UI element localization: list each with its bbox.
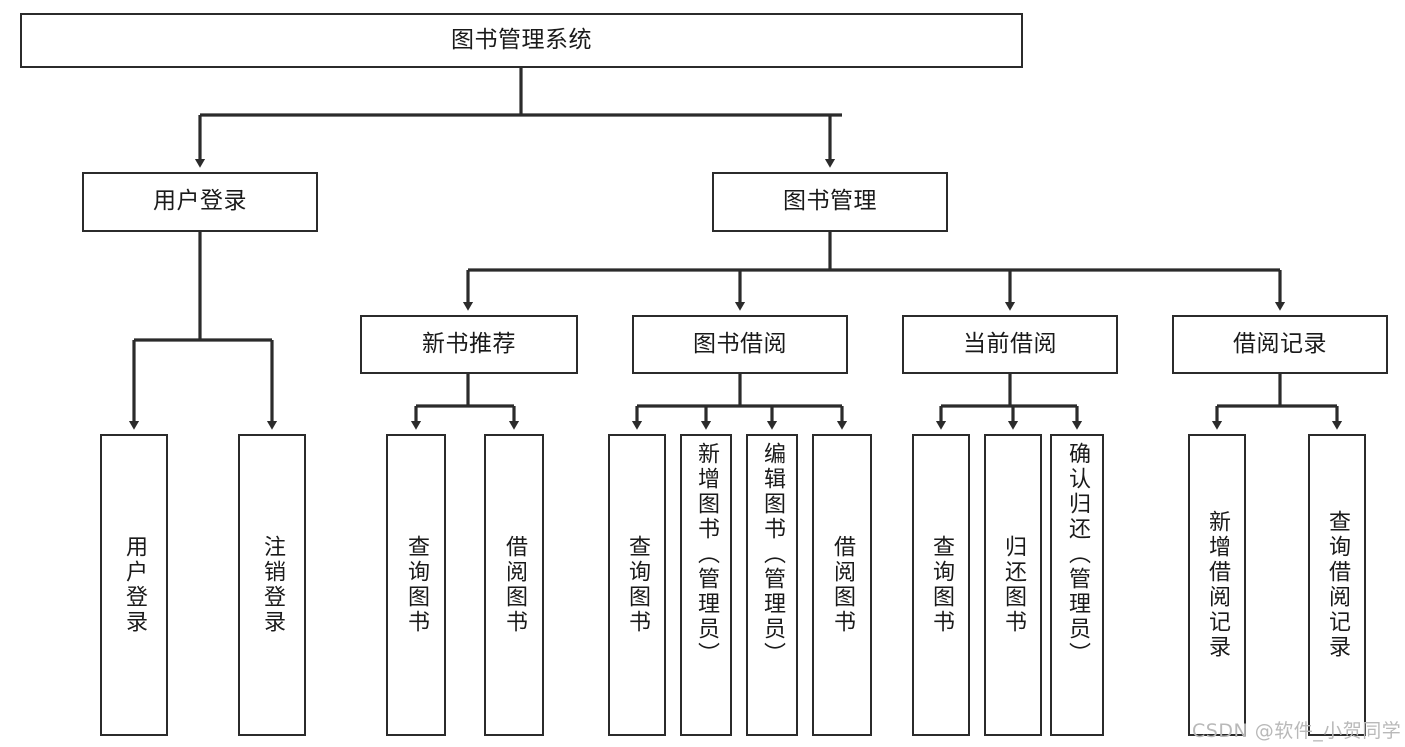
- leaf-record-add-record[interactable]: 新增借阅记录: [1188, 434, 1246, 736]
- leaf-record-add-record-label: 新增借阅记录: [1205, 510, 1230, 660]
- leaf-current-query-book-label: 查询图书: [929, 535, 954, 635]
- leaf-borrow-add-book-admin-label: 新增图书（管理员）: [694, 442, 719, 667]
- node-book-management[interactable]: 图书管理: [712, 172, 948, 232]
- watermark: CSDN @软件_小贺同学: [1192, 720, 1402, 742]
- leaf-newbook-query-book-label: 查询图书: [404, 535, 429, 635]
- leaf-user-login[interactable]: 用户登录: [100, 434, 168, 736]
- leaf-newbook-borrow-book[interactable]: 借阅图书: [484, 434, 544, 736]
- leaf-borrow-query-book[interactable]: 查询图书: [608, 434, 666, 736]
- leaf-current-return-book[interactable]: 归还图书: [984, 434, 1042, 736]
- node-book-borrow-label: 图书借阅: [693, 330, 787, 357]
- leaf-current-query-book[interactable]: 查询图书: [912, 434, 970, 736]
- node-borrow-record-label: 借阅记录: [1233, 330, 1327, 357]
- node-current-borrow[interactable]: 当前借阅: [902, 315, 1118, 374]
- leaf-borrow-borrow-book[interactable]: 借阅图书: [812, 434, 872, 736]
- node-root[interactable]: 图书管理系统: [20, 13, 1023, 68]
- node-new-book-recommend-label: 新书推荐: [422, 330, 516, 357]
- node-borrow-record[interactable]: 借阅记录: [1172, 315, 1388, 374]
- leaf-current-confirm-return-admin-label: 确认归还（管理员）: [1065, 442, 1090, 667]
- leaf-user-login-label: 用户登录: [122, 535, 147, 635]
- leaf-record-query-record[interactable]: 查询借阅记录: [1308, 434, 1366, 736]
- leaf-user-logout-label: 注销登录: [260, 535, 285, 635]
- leaf-borrow-borrow-book-label: 借阅图书: [830, 535, 855, 635]
- node-root-label: 图书管理系统: [451, 26, 592, 53]
- node-book-management-label: 图书管理: [783, 188, 877, 215]
- leaf-borrow-edit-book-admin[interactable]: 编辑图书（管理员）: [746, 434, 798, 736]
- node-user-login-label: 用户登录: [153, 188, 247, 215]
- node-user-login[interactable]: 用户登录: [82, 172, 318, 232]
- leaf-current-return-book-label: 归还图书: [1001, 535, 1026, 635]
- leaf-borrow-edit-book-admin-label: 编辑图书（管理员）: [760, 442, 785, 667]
- node-current-borrow-label: 当前借阅: [963, 330, 1057, 357]
- leaf-borrow-query-book-label: 查询图书: [625, 535, 650, 635]
- leaf-current-confirm-return-admin[interactable]: 确认归还（管理员）: [1050, 434, 1104, 736]
- leaf-newbook-borrow-book-label: 借阅图书: [502, 535, 527, 635]
- node-new-book-recommend[interactable]: 新书推荐: [360, 315, 578, 374]
- leaf-record-query-record-label: 查询借阅记录: [1325, 510, 1350, 660]
- leaf-newbook-query-book[interactable]: 查询图书: [386, 434, 446, 736]
- leaf-user-logout[interactable]: 注销登录: [238, 434, 306, 736]
- leaf-borrow-add-book-admin[interactable]: 新增图书（管理员）: [680, 434, 732, 736]
- node-book-borrow[interactable]: 图书借阅: [632, 315, 848, 374]
